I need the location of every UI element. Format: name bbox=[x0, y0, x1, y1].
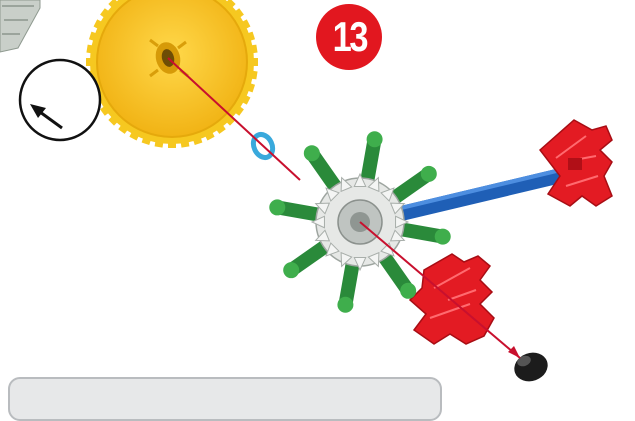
assembly-illustration bbox=[0, 0, 635, 393]
step-number: 13 bbox=[332, 16, 365, 58]
note-panel bbox=[8, 377, 442, 421]
step-number-badge: 13 bbox=[316, 4, 382, 70]
grey-rod-piece bbox=[0, 0, 40, 52]
yellow-gear bbox=[86, 0, 258, 148]
instruction-step: 13 bbox=[0, 0, 635, 393]
red-connector-upper bbox=[540, 120, 612, 206]
